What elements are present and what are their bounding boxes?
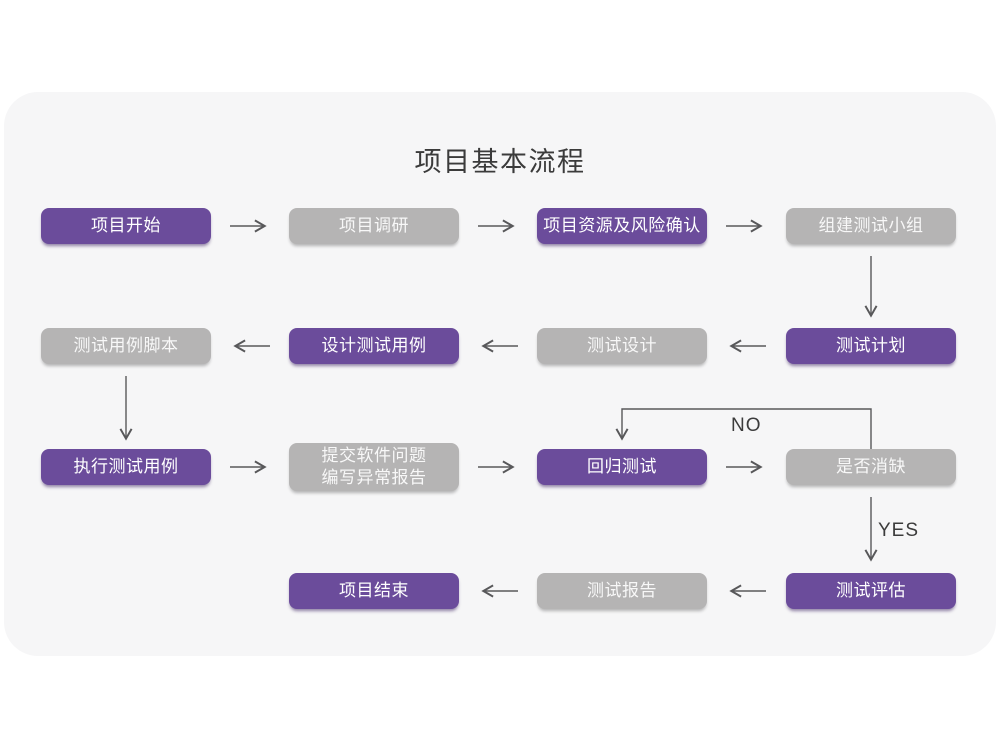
node-test-design: 测试设计 xyxy=(537,328,707,364)
node-test-evaluation: 测试评估 xyxy=(786,573,956,609)
node-build-test-team: 组建测试小组 xyxy=(786,208,956,244)
node-project-end: 项目结束 xyxy=(289,573,459,609)
branch-label-yes: YES xyxy=(878,520,920,541)
diagram-title: 项目基本流程 xyxy=(414,147,586,177)
node-test-case-scripts: 测试用例脚本 xyxy=(41,328,211,364)
node-regression-test: 回归测试 xyxy=(537,449,707,485)
node-project-research: 项目调研 xyxy=(289,208,459,244)
node-submit-issues-report: 提交软件问题 编写异常报告 xyxy=(289,443,459,491)
node-design-test-cases: 设计测试用例 xyxy=(289,328,459,364)
node-test-report: 测试报告 xyxy=(537,573,707,609)
node-execute-test-cases: 执行测试用例 xyxy=(41,449,211,485)
branch-label-no: NO xyxy=(731,415,762,436)
node-test-plan: 测试计划 xyxy=(786,328,956,364)
node-project-resources-risk: 项目资源及风险确认 xyxy=(537,208,707,244)
node-project-start: 项目开始 xyxy=(41,208,211,244)
node-defect-cleared-decision: 是否消缺 xyxy=(786,449,956,485)
diagram-card xyxy=(4,92,996,656)
